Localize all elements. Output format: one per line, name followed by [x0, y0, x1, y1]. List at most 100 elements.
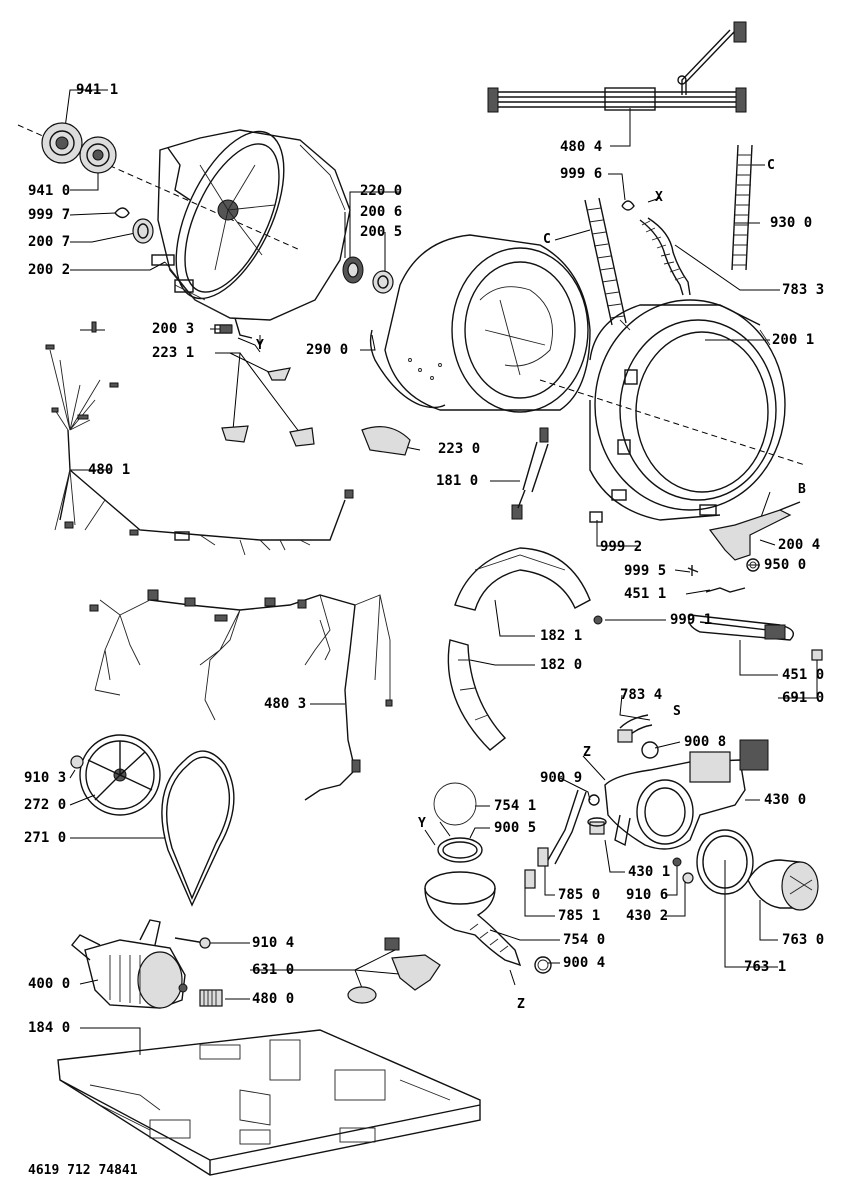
- label-691-0: 691 0: [782, 690, 825, 706]
- weight-223-1: [221, 367, 315, 447]
- base-184-0: [57, 1029, 481, 1176]
- ref-c-left: C: [543, 232, 551, 247]
- label-999-5: 999 5: [624, 563, 667, 579]
- ref-x: X: [655, 190, 663, 205]
- label-181-0: 181 0: [436, 473, 479, 489]
- sensor-451-1: [705, 587, 746, 593]
- label-910-3: 910 3: [24, 770, 67, 786]
- weight-223-0: [361, 426, 411, 456]
- screw-999-7: [114, 207, 130, 219]
- bearing-941-1: [41, 122, 83, 164]
- label-950-0: 950 0: [764, 557, 807, 573]
- label-941-1: 941 1: [76, 82, 119, 98]
- label-200-4: 200 4: [778, 537, 821, 553]
- label-631-0: 631 0: [252, 962, 295, 978]
- clamp-900-8: [641, 741, 659, 759]
- clip-200-3: [219, 324, 233, 334]
- pulley-272-0: [79, 734, 161, 816]
- drum-220-0: [384, 234, 591, 413]
- motor-400-0: [71, 919, 188, 1009]
- label-763-1: 763 1: [744, 959, 787, 975]
- ref-z-upper: Z: [583, 745, 591, 760]
- hose-783-3: [639, 217, 691, 296]
- bearing-941-0: [79, 136, 117, 174]
- connector-480-0: [199, 989, 223, 1007]
- clamp-900-9: [588, 794, 600, 806]
- label-910-4: 910 4: [252, 935, 295, 951]
- hose-930-0: [731, 144, 753, 271]
- belt-271-0: [161, 750, 235, 907]
- label-900-4: 900 4: [563, 955, 606, 971]
- label-999-1: 999 1: [670, 612, 713, 628]
- label-272-0: 272 0: [24, 797, 67, 813]
- label-941-0: 941 0: [28, 183, 71, 199]
- label-999-6: 999 6: [560, 166, 603, 182]
- label-783-4: 783 4: [620, 687, 663, 703]
- label-290-0: 290 0: [306, 342, 349, 358]
- clamp-900-4: [534, 956, 552, 974]
- nut-910-6: [672, 857, 682, 867]
- label-451-1: 451 1: [624, 586, 667, 602]
- label-200-5: 200 5: [360, 224, 403, 240]
- label-900-8: 900 8: [684, 734, 727, 750]
- counterweight-182-1: [454, 547, 591, 611]
- label-182-0: 182 0: [540, 657, 583, 673]
- damper-181-0: [511, 427, 549, 520]
- seal-200-7: [132, 218, 154, 244]
- filter-430-1: [587, 817, 607, 835]
- connector-785-1: [524, 847, 549, 889]
- nut-999-1: [593, 615, 603, 625]
- cap-754-1: [433, 782, 477, 826]
- hose-785-0: [547, 789, 587, 865]
- label-900-9: 900 9: [540, 770, 583, 786]
- label-430-1: 430 1: [628, 864, 671, 880]
- label-200-3: 200 3: [152, 321, 195, 337]
- nut-910-3: [70, 755, 84, 769]
- label-200-7: 200 7: [28, 234, 71, 250]
- label-184-0: 184 0: [28, 1020, 71, 1036]
- label-451-0: 451 0: [782, 667, 825, 683]
- ref-y-upper: Y: [256, 338, 264, 353]
- rear-tub-200-2: [151, 129, 351, 339]
- hose-c-left: [584, 197, 627, 326]
- label-999-2: 999 2: [600, 539, 643, 555]
- label-900-5: 900 5: [494, 820, 537, 836]
- counterweight-182-0: [447, 639, 507, 751]
- part-999-2: [589, 511, 603, 523]
- pump-housing-430-0: [604, 739, 769, 850]
- label-910-6: 910 6: [626, 887, 669, 903]
- drawing-code: 4619 712 74841: [28, 1163, 138, 1178]
- label-480-3: 480 3: [264, 696, 307, 712]
- label-999-7: 999 7: [28, 207, 71, 223]
- ref-z-lower: Z: [517, 997, 525, 1012]
- label-785-0: 785 0: [558, 887, 601, 903]
- pin-910-4: [174, 937, 211, 949]
- label-400-0: 400 0: [28, 976, 71, 992]
- ring-900-5: [437, 837, 483, 863]
- label-930-0: 930 0: [770, 215, 813, 231]
- ring-950-0: [746, 558, 760, 572]
- hose-783-4: [617, 714, 653, 743]
- valve-631-0: [347, 937, 441, 1004]
- ref-c-right: C: [767, 158, 775, 173]
- ref-y-lower: Y: [418, 816, 426, 831]
- screw-999-5: [687, 565, 699, 576]
- label-200-6: 200 6: [360, 204, 403, 220]
- label-220-0: 220 0: [360, 183, 403, 199]
- filter-cap-763-0: [747, 859, 819, 911]
- seal-200-6: [342, 256, 364, 284]
- sump-754-0: [424, 871, 522, 967]
- label-223-1: 223 1: [152, 345, 195, 361]
- ref-s: S: [673, 704, 681, 719]
- screw-999-6: [621, 200, 635, 211]
- harness-480-3: [89, 589, 393, 801]
- label-200-1: 200 1: [772, 332, 815, 348]
- label-754-1: 754 1: [494, 798, 537, 814]
- label-223-0: 223 0: [438, 441, 481, 457]
- label-430-0: 430 0: [764, 792, 807, 808]
- label-754-0: 754 0: [563, 932, 606, 948]
- label-182-1: 182 1: [540, 628, 583, 644]
- label-271-0: 271 0: [24, 830, 67, 846]
- spring-290-0: [369, 329, 446, 409]
